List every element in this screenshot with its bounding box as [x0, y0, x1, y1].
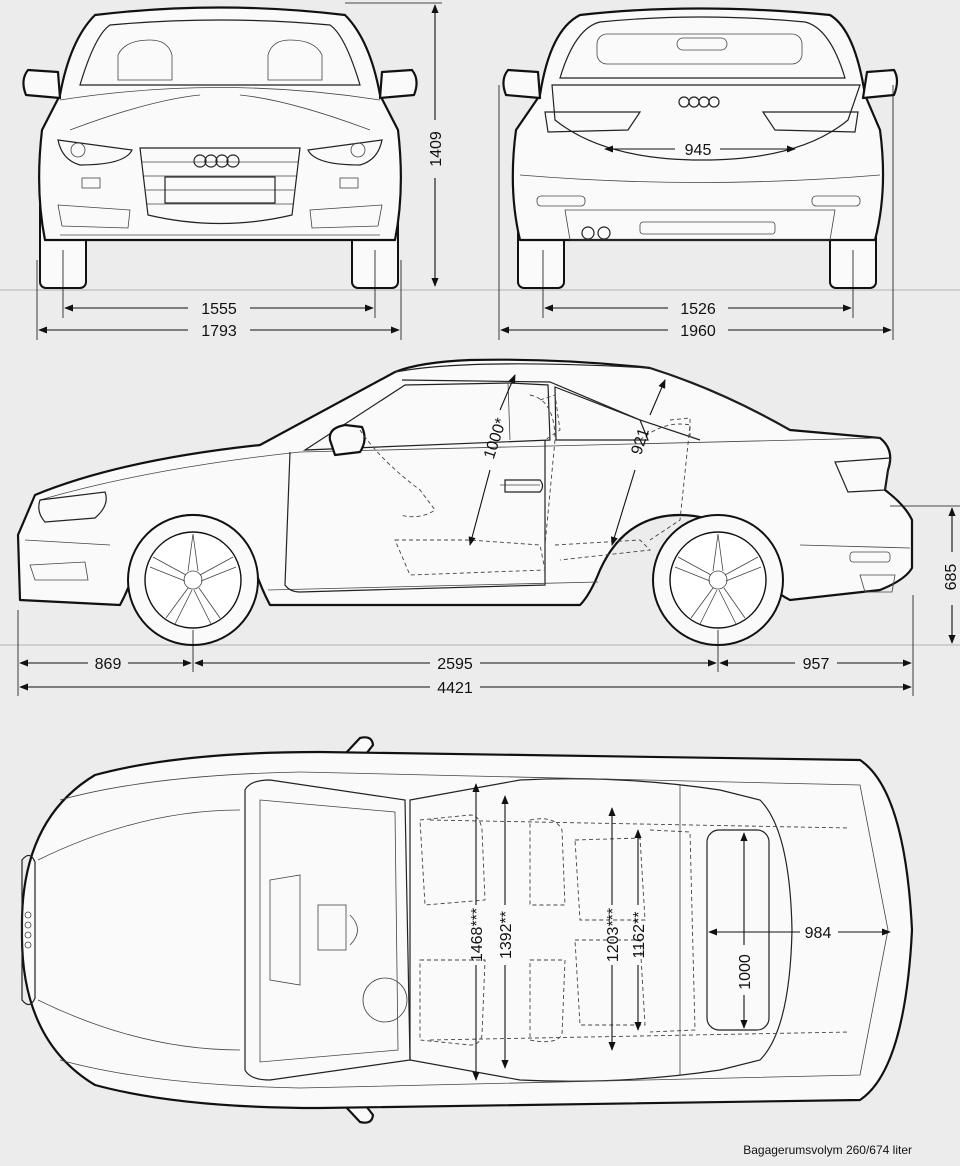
dim-loading-height: 685	[943, 564, 960, 591]
dim-front-track: 1555	[201, 301, 237, 318]
dim-height: 1409	[428, 131, 445, 167]
dim-front-width: 1793	[201, 323, 237, 340]
side-view	[16, 358, 914, 646]
dim-shoulder-front: 1468***	[469, 908, 486, 962]
dim-front-overhang: 869	[95, 656, 122, 673]
dim-rear-trunk-width: 945	[685, 142, 712, 159]
front-view	[22, 6, 418, 289]
dim-rear-track: 1526	[680, 301, 716, 318]
dim-elbow-front: 1392**	[498, 911, 515, 959]
dim-rear-overhang: 957	[803, 656, 830, 673]
dim-trunk-depth: 984	[805, 925, 832, 942]
top-view	[20, 736, 914, 1124]
dim-wheelbase: 2595	[437, 656, 473, 673]
trunk-volume-caption: Bagagerumsvolym 260/674 liter	[743, 1143, 912, 1157]
dim-length: 4421	[437, 680, 473, 697]
dim-width-mirrors: 1960	[680, 323, 716, 340]
dim-trunk-width: 1000	[737, 954, 754, 990]
rear-view	[502, 7, 899, 289]
dim-shoulder-rear: 1203***	[605, 908, 622, 962]
dim-elbow-rear: 1162**	[631, 912, 648, 959]
